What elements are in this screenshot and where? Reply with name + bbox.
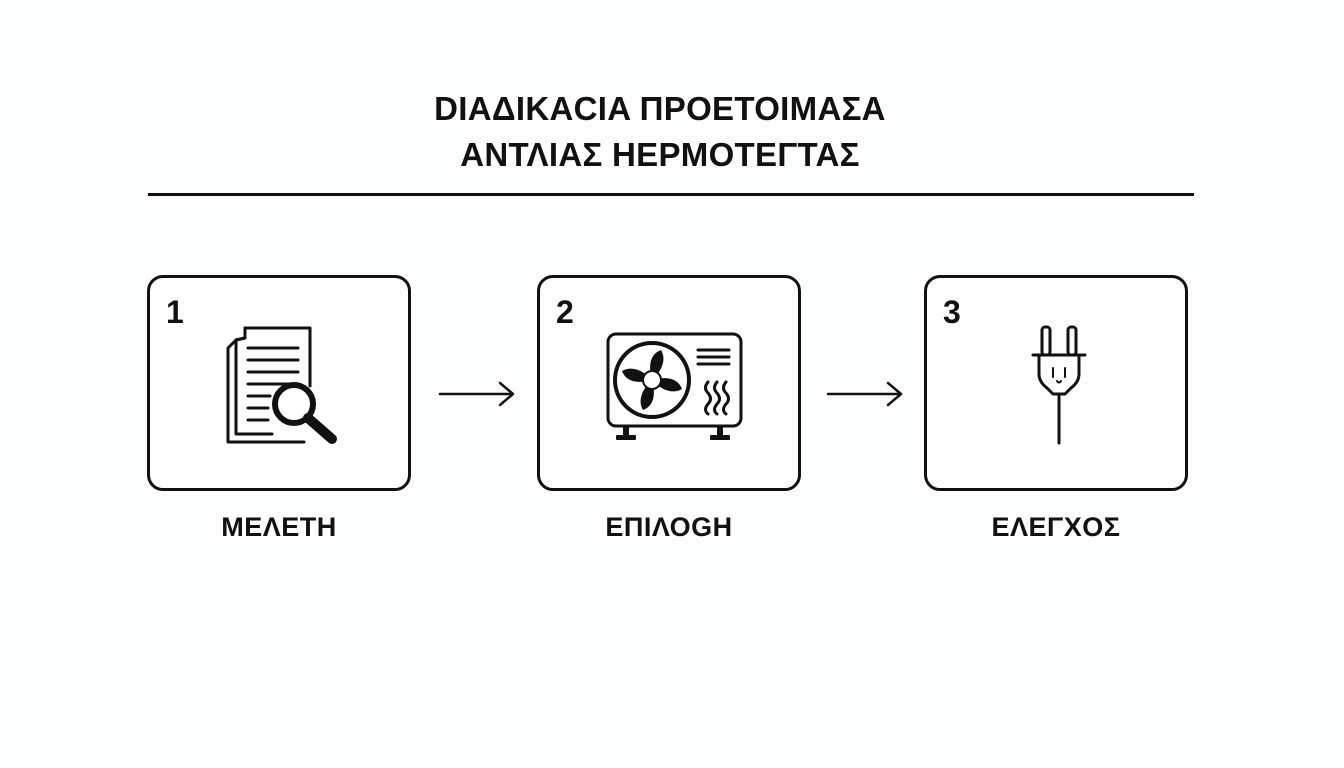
- title-divider: [148, 193, 1194, 196]
- title-line-2: ΑΝΤΛΙΑΣ ΗΕΡΜΟΤΕΓΤΑΣ: [460, 136, 860, 173]
- arrow-right-icon: [826, 381, 903, 407]
- electric-plug-icon: [1031, 325, 1087, 445]
- heat-pump-unit-icon: [606, 332, 743, 440]
- step-label-2: ΕΠΙΛΟGH: [605, 512, 733, 542]
- step-label-1: ΜΕΛΕΤΗ: [221, 512, 337, 542]
- step-number-1: 1: [166, 294, 184, 330]
- step-card-1: 1: [147, 275, 411, 491]
- step-card-2: 2: [537, 275, 801, 491]
- document-search-icon: [226, 326, 337, 444]
- step-card-3: 3: [924, 275, 1188, 491]
- diagram-title: DIAΔIKACIA ΠΡΟΕΤΟΙΜΑΣΑ ΑΝΤΛΙΑΣ ΗΕΡΜΟΤΕΓΤ…: [0, 86, 1320, 178]
- title-line-1: DIAΔIKACIA ΠΡΟΕΤΟΙΜΑΣΑ: [434, 90, 886, 127]
- step-label-3: ΕΛΕΓΧΟΣ: [991, 512, 1121, 542]
- step-number-3: 3: [943, 294, 961, 330]
- arrow-right-icon: [438, 381, 515, 407]
- step-number-2: 2: [556, 294, 574, 330]
